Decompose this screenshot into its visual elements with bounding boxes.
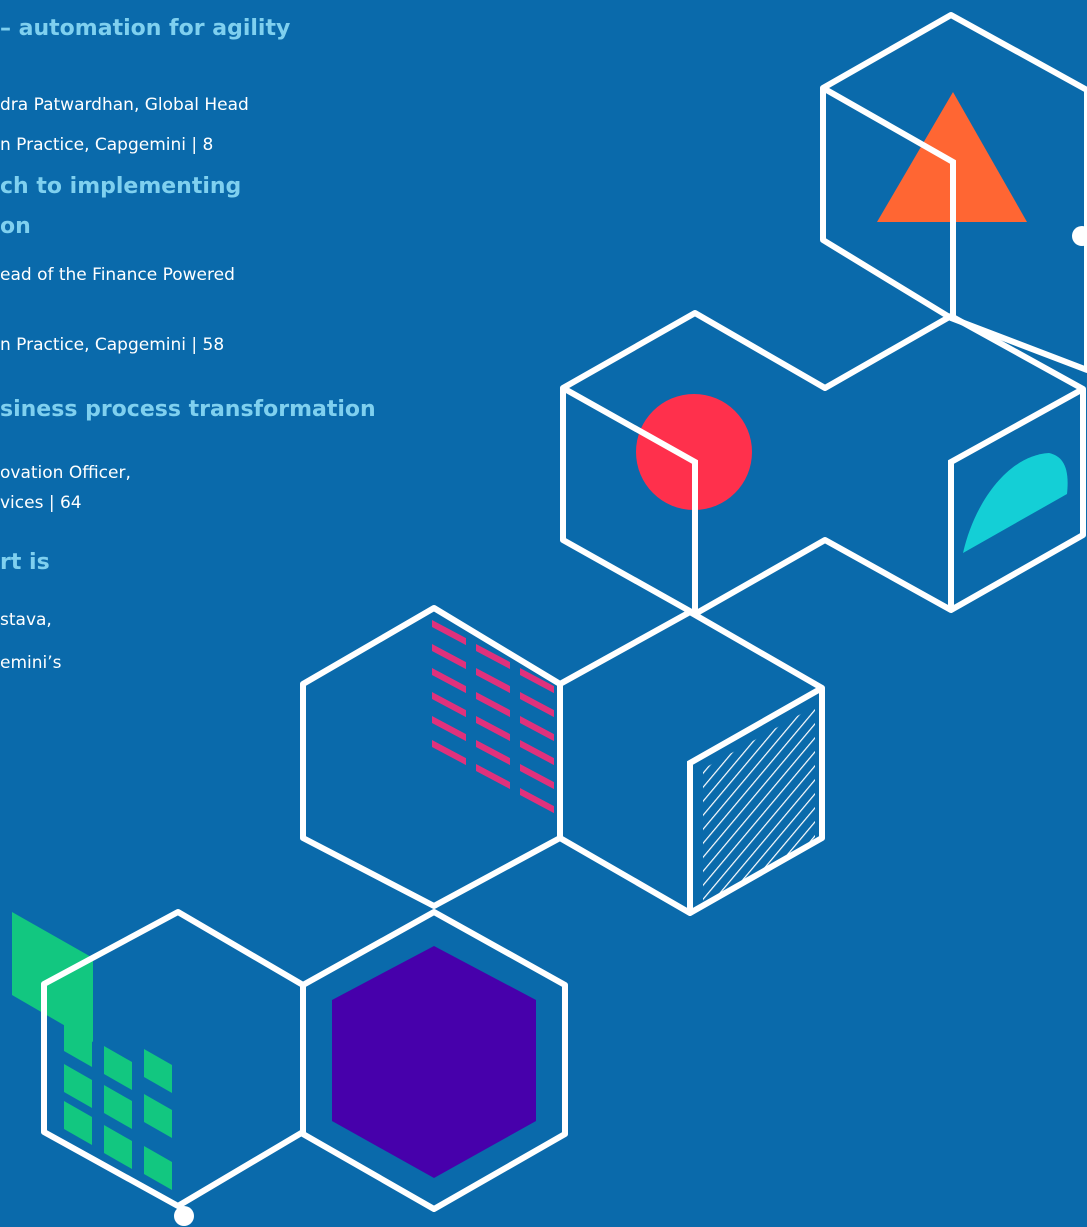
cube-circle-inner-edge-left [561,385,698,614]
connector-dot-bottom [174,1206,194,1226]
cube-triangle-outline [820,12,1087,373]
cube-triangle-inner-edge [821,85,956,318]
cube-circle [560,310,1086,617]
cube-stripes-outline [300,605,825,916]
purple-hexagon [332,946,536,1178]
cube-stripes-inner-edge-b [687,685,824,913]
toc-entry-4-desc-line-2: emini’s [0,653,62,673]
cube-stripes [300,605,825,916]
cube-green-grid [12,909,306,1226]
table-of-contents: – automation for agility dra Patwardhan,… [0,0,560,700]
toc-entry-3-title[interactable]: siness process transformation [0,397,376,422]
hexagon-outline [300,909,568,1212]
toc-entry-1-desc-line-2: n Practice, Capgemini | 8 [0,135,214,155]
toc-entry-3-desc-line-2: vices | 64 [0,493,82,513]
triangle-shape [877,92,1027,222]
green-square-grid [64,1023,172,1190]
toc-entry-3-desc-line-1: ovation Officer, [0,463,131,483]
cube-circle-outline [560,310,1086,617]
toc-entry-1-title[interactable]: – automation for agility [0,16,291,41]
hexagon-purple [300,909,568,1212]
toc-entry-2-desc-line-2: n Practice, Capgemini | 58 [0,335,225,355]
pink-dash-grid [432,620,554,814]
toc-entry-2-title-line-1[interactable]: ch to implementing [0,174,242,199]
toc-entry-4-desc-line-1: stava, [0,610,52,630]
red-circle [636,394,752,510]
cube-triangle [820,12,1087,373]
connector-dot-top [1072,226,1087,246]
toc-entry-2-desc-line-1: ead of the Finance Powered [0,265,235,285]
cyan-half-disc [963,453,1068,553]
toc-entry-4-title[interactable]: rt is [0,550,50,575]
toc-entry-2-title-line-2[interactable]: on [0,214,31,239]
cube-circle-inner-edge-right [948,386,1085,610]
toc-entry-1-desc-line-1: dra Patwardhan, Global Head [0,95,249,115]
